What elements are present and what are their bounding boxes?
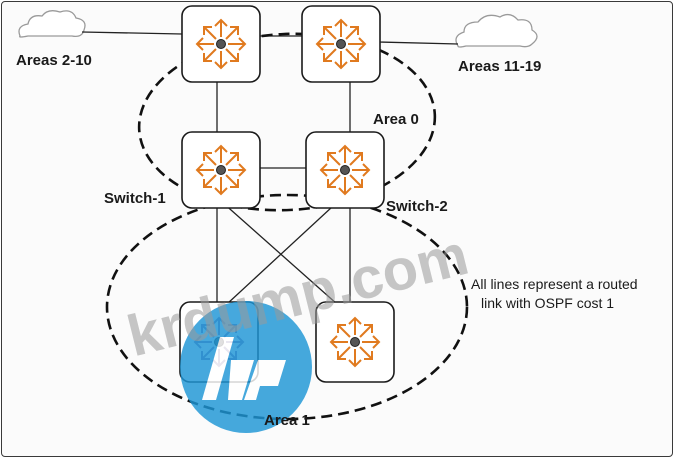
- switch2-label: Switch-2: [386, 198, 448, 215]
- hp-logo-icon: [180, 301, 312, 433]
- switch1-router-icon: [181, 131, 261, 209]
- area0-label: Area 0: [373, 111, 419, 128]
- areas-right-label: Areas 11-19: [458, 58, 541, 75]
- note-line-2: link with OSPF cost 1: [481, 295, 614, 311]
- areas-left-label: Areas 2-10: [16, 52, 92, 69]
- router-top-right-icon: [301, 5, 381, 83]
- router-top-left-icon: [181, 5, 261, 83]
- area1-label: Area 1: [264, 412, 310, 429]
- cloud-left-icon: [18, 10, 86, 38]
- links: [81, 31, 459, 305]
- switch2-router-icon: [305, 131, 385, 209]
- note-line-1: All lines represent a routed: [471, 276, 638, 292]
- router-bottom-right-icon: [315, 301, 395, 383]
- switch1-label: Switch-1: [104, 190, 166, 207]
- area1-boundary: [105, 193, 469, 421]
- area0-boundary: [137, 32, 437, 212]
- cloud-right-icon: [455, 13, 538, 48]
